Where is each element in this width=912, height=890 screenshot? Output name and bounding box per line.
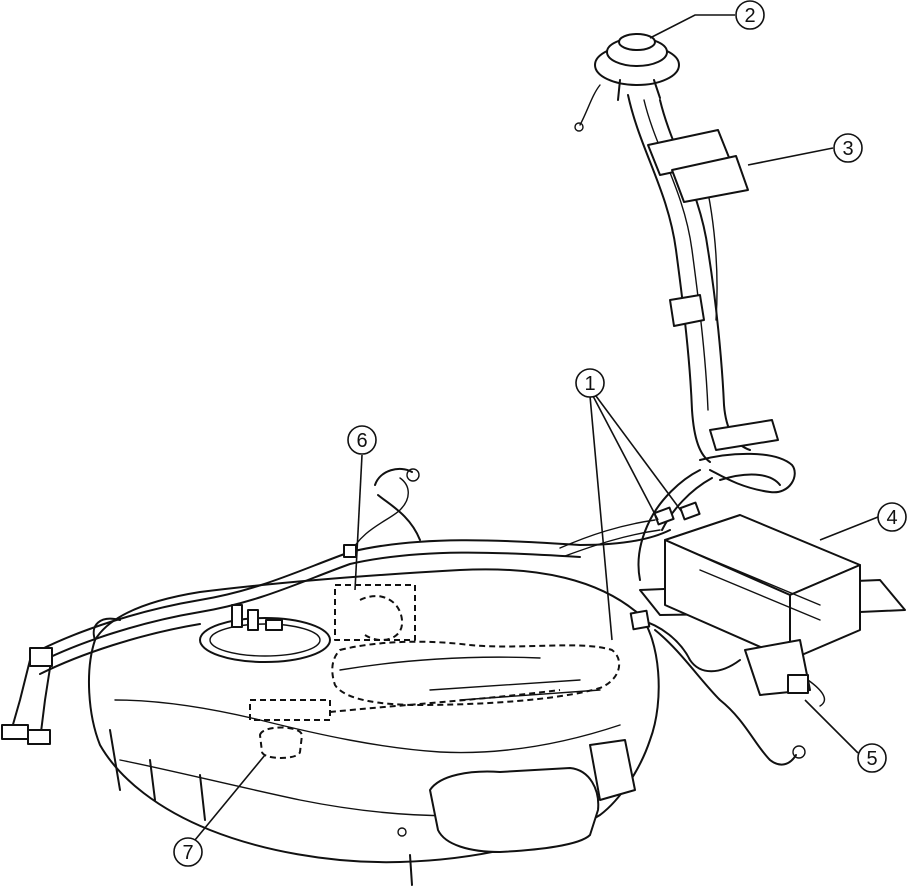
callout-2: 2 [735, 0, 765, 30]
callout-7-label: 7 [182, 842, 193, 864]
callout-5: 5 [857, 743, 887, 773]
callout-4: 4 [877, 502, 907, 532]
filler-cap [574, 33, 680, 132]
callout-1: 1 [575, 368, 605, 398]
callout-6: 6 [347, 425, 377, 455]
fuel-pump-unit [199, 604, 331, 663]
callout-6-label: 6 [356, 430, 367, 452]
callout-1-label: 1 [584, 373, 595, 395]
callout-3-label: 3 [842, 138, 853, 160]
callout-7: 7 [173, 837, 203, 867]
leader-lines [194, 14, 879, 841]
charcoal-canister [639, 514, 906, 707]
filler-pipe [627, 94, 796, 494]
callout-4-label: 4 [886, 507, 897, 529]
internal-components [249, 584, 621, 759]
left-connectors [1, 617, 121, 745]
fuel-lines [39, 467, 806, 766]
callout-3: 3 [833, 133, 863, 163]
callout-5-label: 5 [866, 748, 877, 770]
vent-lines [559, 469, 713, 581]
callout-2-label: 2 [744, 5, 755, 27]
